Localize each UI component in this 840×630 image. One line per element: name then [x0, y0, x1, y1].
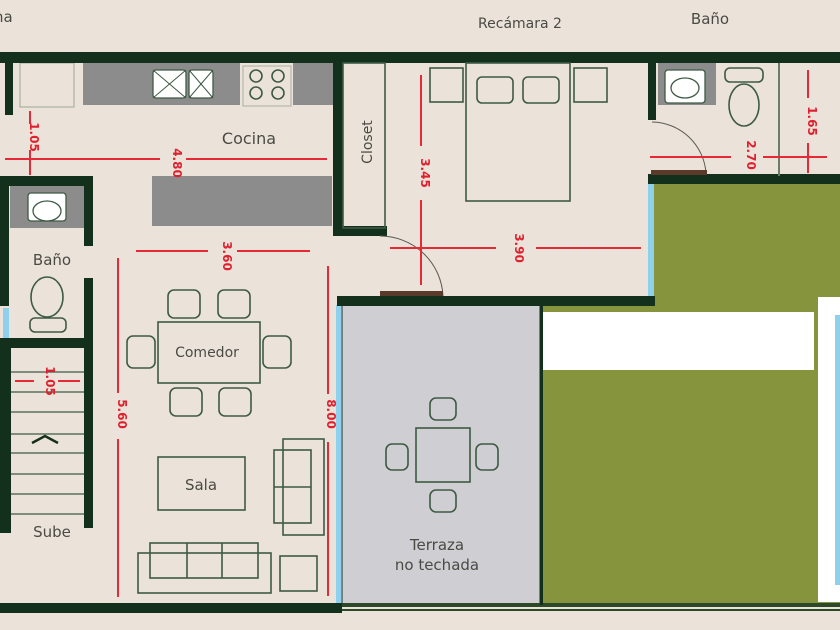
dim-total-depth: 8.00	[324, 399, 338, 429]
bedroom-door[interactable]	[379, 235, 444, 297]
kitchen-sink-icon	[152, 69, 214, 99]
label-living: Sala	[185, 476, 217, 494]
label-bedroom-2: Recámara 2	[478, 16, 562, 32]
bath-left-sink-icon	[27, 192, 67, 222]
label-terrace-line2: no techada	[395, 556, 479, 574]
side-table	[279, 555, 318, 592]
dim-living-depth: 5.60	[115, 399, 129, 429]
label-cut-room: na	[0, 8, 13, 26]
dim-bath-depth: 1.65	[805, 106, 819, 136]
dim-kitchen-width: 4.80	[170, 148, 184, 178]
dining-table-icon	[126, 289, 292, 417]
bath-top-toilet-icon	[724, 67, 764, 127]
window-bedroom-east	[648, 182, 654, 297]
bath-top-sink-icon	[664, 69, 706, 104]
sofa-icon	[137, 542, 272, 594]
label-dining: Comedor	[175, 345, 239, 361]
pool-water	[835, 315, 840, 585]
label-bath-top: Baño	[691, 10, 729, 28]
stairs-up-arrow-icon	[31, 434, 59, 445]
dimension-lines	[5, 70, 827, 597]
terrace-area	[341, 304, 541, 606]
stairs[interactable]	[11, 371, 84, 515]
label-kitchen: Cocina	[222, 129, 276, 148]
coffee-table	[157, 456, 246, 511]
pool-edge	[818, 297, 840, 602]
window-bath-left	[3, 308, 9, 338]
dim-kitchen-depth: 1.05	[27, 122, 41, 152]
dim-stair-width: 1.05	[43, 366, 57, 396]
bed-icon	[429, 62, 608, 202]
bath-top-door[interactable]	[651, 121, 707, 175]
terrace-table-icon	[385, 397, 499, 513]
loveseat-icon	[273, 438, 325, 536]
closet-outline	[342, 62, 386, 229]
bath-left-toilet-icon	[29, 276, 67, 333]
kitchen-counter-top-right	[293, 63, 333, 105]
walls	[0, 52, 840, 613]
label-terrace-line1: Terraza	[409, 536, 464, 554]
label-bath-left: Baño	[33, 251, 71, 269]
stove-icon	[242, 65, 292, 107]
label-stairs: Sube	[33, 523, 71, 541]
garden-white-panel	[543, 312, 814, 370]
dim-bedroom-depth: 3.45	[418, 158, 432, 188]
window-living-east	[336, 305, 341, 605]
dim-bedroom-width: 3.90	[512, 233, 526, 263]
label-closet: Closet	[360, 120, 376, 164]
dim-bath-width: 2.70	[744, 140, 758, 170]
dim-dining-width: 3.60	[220, 241, 234, 271]
kitchen-island	[152, 176, 332, 226]
